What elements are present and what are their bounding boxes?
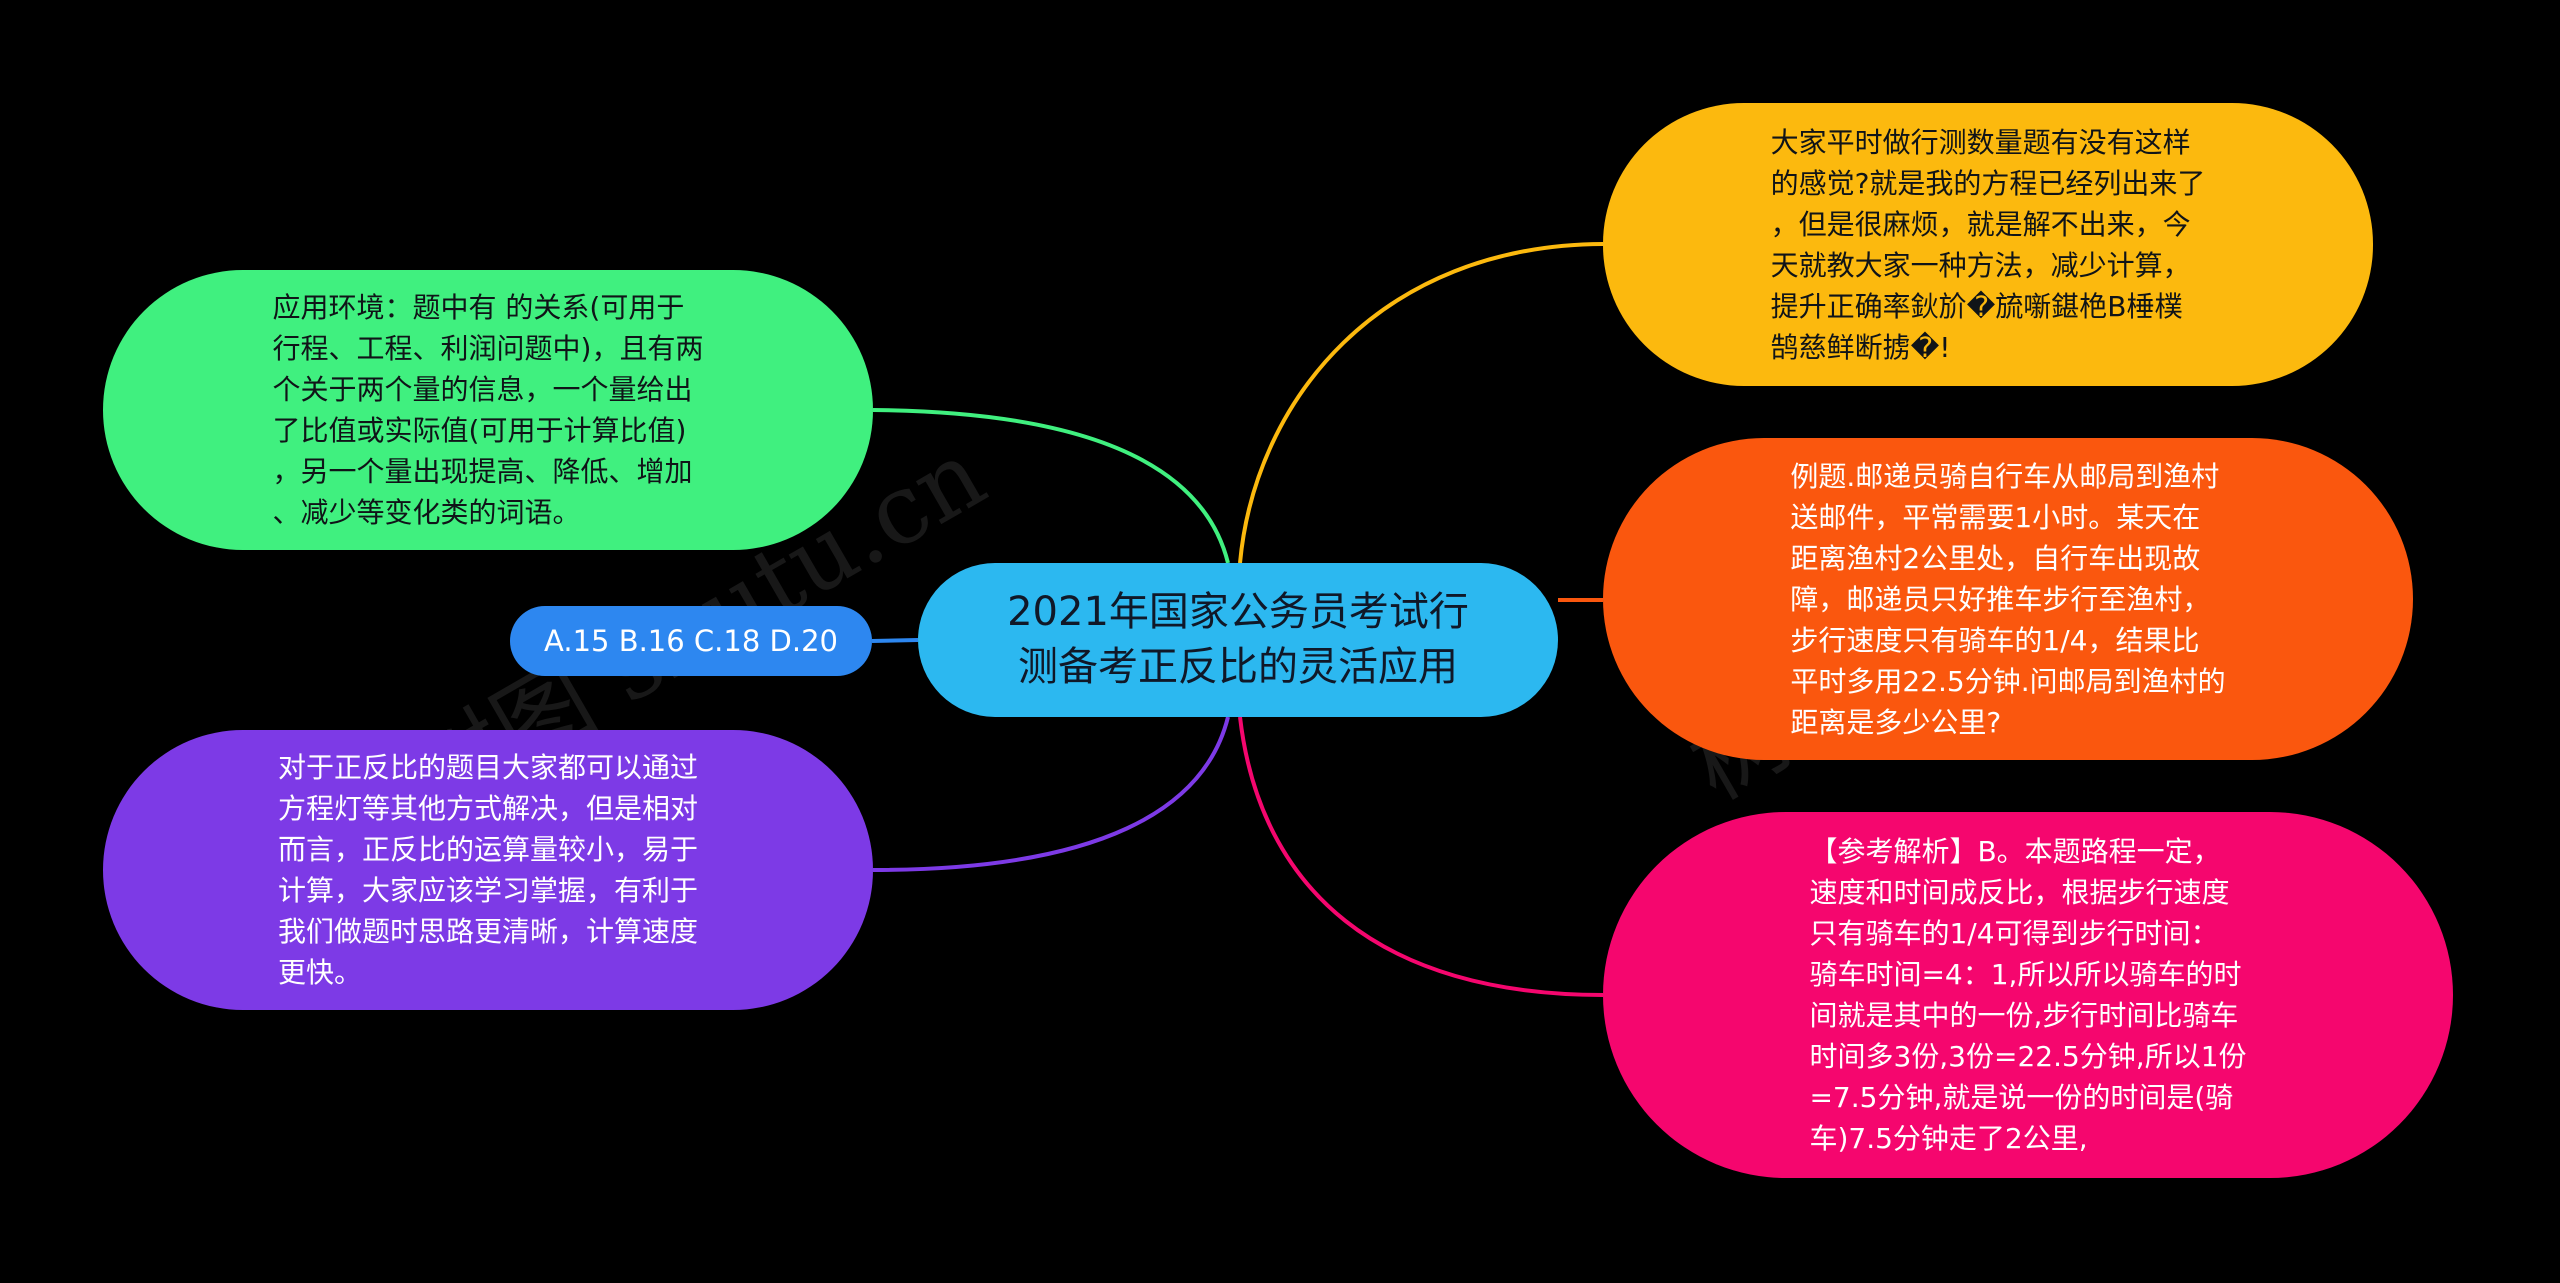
- node-answer-options-text: A.15 B.16 C.18 D.20: [544, 624, 838, 658]
- node-example-question-text: 例题.邮递员骑自行车从邮局到渔村 送邮件，平常需要1小时。某天在 距离渔村2公里…: [1790, 459, 2226, 739]
- node-application-environment[interactable]: 应用环境：题中有 的关系(可用于 行程、工程、利润问题中)，且有两 个关于两个量…: [103, 270, 873, 550]
- node-summary[interactable]: 对于正反比的题目大家都可以通过 方程灯等其他方式解决，但是相对 而言，正反比的运…: [103, 730, 873, 1010]
- connector-center-to-yellow: [1238, 242, 1604, 564]
- node-summary-text: 对于正反比的题目大家都可以通过 方程灯等其他方式解决，但是相对 而言，正反比的运…: [277, 751, 698, 989]
- node-introduction-text: 大家平时做行测数量题有没有这样 的感觉?就是我的方程已经列出来了 ，但是很麻烦，…: [1770, 125, 2206, 364]
- node-example-question[interactable]: 例题.邮递员骑自行车从邮局到渔村 送邮件，平常需要1小时。某天在 距离渔村2公里…: [1603, 438, 2413, 760]
- connector-center-to-pink: [1238, 716, 1604, 997]
- central-topic-title: 2021年国家公务员考试行 测备考正反比的灵活应用: [1007, 589, 1469, 690]
- node-application-environment-text: 应用环境：题中有 的关系(可用于 行程、工程、利润问题中)，且有两 个关于两个量…: [272, 291, 704, 529]
- node-introduction[interactable]: 大家平时做行测数量题有没有这样 的感觉?就是我的方程已经列出来了 ，但是很麻烦，…: [1603, 103, 2373, 386]
- node-answer-options[interactable]: A.15 B.16 C.18 D.20: [510, 606, 872, 676]
- connector-center-to-options: [871, 638, 919, 643]
- node-reference-analysis-text: 【参考解析】B。本题路程一定， 速度和时间成反比，根据步行速度 只有骑车的1/4…: [1809, 835, 2247, 1155]
- connector-center-to-green: [872, 408, 1230, 564]
- central-topic-node[interactable]: 2021年国家公务员考试行 测备考正反比的灵活应用: [918, 563, 1558, 717]
- connector-center-to-purple: [872, 716, 1230, 872]
- node-reference-analysis[interactable]: 【参考解析】B。本题路程一定， 速度和时间成反比，根据步行速度 只有骑车的1/4…: [1603, 812, 2453, 1178]
